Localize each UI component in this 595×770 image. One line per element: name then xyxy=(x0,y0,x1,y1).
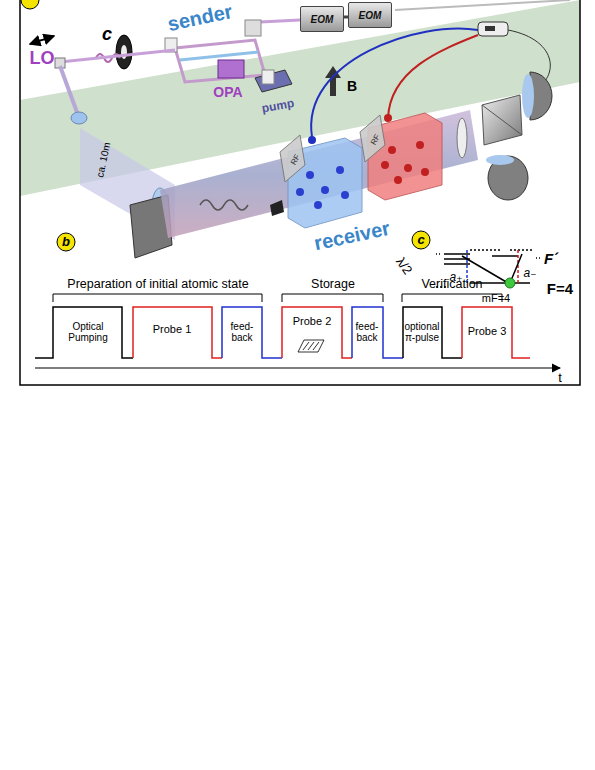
label: Storage xyxy=(311,278,355,291)
label: c xyxy=(417,233,424,247)
pulse-sequence xyxy=(35,307,530,358)
device-box: EOM xyxy=(300,6,344,32)
label: feed-back xyxy=(352,322,382,343)
label: optional π-pulse xyxy=(403,322,441,343)
phase-brackets xyxy=(53,294,502,302)
label: F´ xyxy=(544,251,558,267)
label: t xyxy=(558,371,562,385)
label: sender xyxy=(166,1,235,35)
label: Probe 2 xyxy=(293,316,332,328)
label: c xyxy=(102,25,112,44)
time-axis xyxy=(35,367,560,368)
node-text: EOM xyxy=(359,10,382,21)
label: feed-back xyxy=(225,322,259,343)
label: LO xyxy=(30,49,55,68)
panel-marker xyxy=(21,0,39,9)
label: mF=4 xyxy=(482,293,510,305)
label: Preparation of initial atomic state xyxy=(67,278,248,291)
label: F=4 xyxy=(547,281,573,297)
panel-frame xyxy=(20,0,580,385)
label: Probe 3 xyxy=(468,326,507,338)
node-text: EOM xyxy=(311,14,334,25)
label: OPA xyxy=(213,85,242,100)
receiver-setup xyxy=(80,22,552,258)
label: B xyxy=(347,79,357,94)
label: a₋ xyxy=(523,267,536,280)
atom-population xyxy=(505,278,515,288)
label: b xyxy=(62,235,70,249)
label: λ/2 xyxy=(393,255,414,277)
label: Probe 1 xyxy=(153,324,192,336)
device-box: EOM xyxy=(348,2,392,28)
label: receiver xyxy=(312,218,391,254)
label: Optical Pumping xyxy=(58,322,118,343)
label: Verification xyxy=(421,278,482,291)
state-icon xyxy=(298,340,324,352)
panel-marker xyxy=(57,233,75,251)
panel-marker xyxy=(412,231,430,249)
